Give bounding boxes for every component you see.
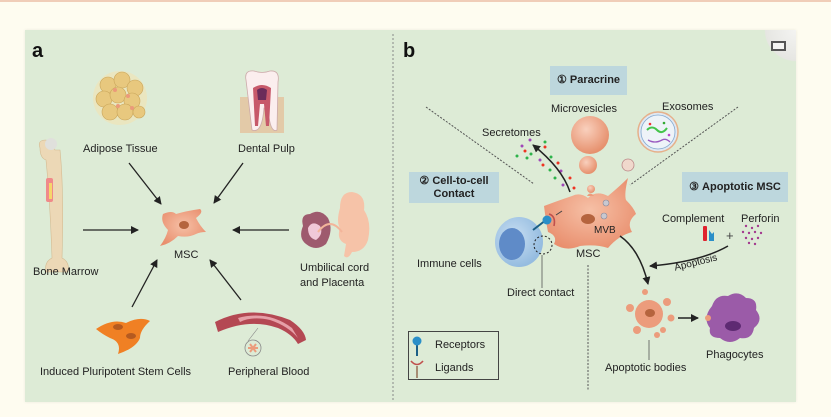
mechanism-number: ②	[419, 174, 430, 187]
msc-cell-b	[544, 178, 636, 249]
mechanism-paracrine: ① Paracrine	[550, 66, 627, 95]
label-apoptotic-bodies: Apoptotic bodies	[605, 362, 687, 374]
arrow-dental	[213, 162, 244, 204]
exosome-icon	[621, 111, 679, 172]
top-border	[0, 0, 831, 2]
perforin-icon	[741, 224, 763, 246]
mechanism-title: Cell-to-cell	[432, 174, 489, 187]
label-adipose-tissue: Adipose Tissue	[83, 143, 158, 155]
label-placenta: and Placenta	[300, 277, 365, 289]
label-msc-b: MSC	[576, 248, 601, 260]
label-mvb: MVB	[594, 225, 616, 236]
receptor-icon	[412, 336, 422, 356]
apoptosis-arrow	[649, 245, 729, 270]
ligand-icon	[410, 360, 424, 378]
label-peripheral-blood: Peripheral Blood	[228, 366, 310, 378]
figure-panel	[25, 30, 796, 402]
blood-vessel-icon	[215, 312, 306, 357]
panel-a-letter: a	[32, 40, 44, 62]
label-direct-contact: Direct contact	[507, 287, 575, 299]
arrow-blood	[209, 259, 242, 301]
panel-b-letter: b	[403, 40, 416, 62]
msc-cell-a	[160, 209, 206, 246]
mechanism-title: Apoptotic MSC	[702, 180, 781, 193]
complement-icon	[703, 226, 714, 241]
legend-receptors: Receptors	[435, 339, 486, 351]
legend: Receptors Ligands	[408, 331, 499, 380]
apoptotic-bodies-icon	[626, 289, 675, 360]
expand-icon	[771, 41, 786, 51]
mechanism-number: ③	[689, 180, 699, 193]
label-plus: +	[726, 228, 734, 243]
legend-ligands: Ligands	[435, 362, 474, 374]
microvesicles-icon	[571, 116, 609, 193]
secretome-particles	[515, 138, 576, 193]
label-exosomes: Exosomes	[662, 101, 714, 113]
ipsc-icon	[96, 318, 150, 354]
adipose-tissue-icon	[93, 71, 147, 125]
label-phagocytes: Phagocytes	[706, 349, 764, 361]
label-bone-marrow: Bone Marrow	[33, 266, 99, 278]
immune-cell-icon	[495, 210, 563, 288]
mechanism-number: ①	[556, 74, 567, 86]
mechanism-cell-contact: ② Cell-to-cell Contact	[409, 172, 499, 203]
label-ipsc: Induced Pluripotent Stem Cells	[40, 366, 192, 378]
label-msc-a: MSC	[174, 249, 199, 261]
label-perforin: Perforin	[741, 213, 780, 225]
label-secretomes: Secretomes	[482, 127, 541, 139]
mechanism-apoptotic: ③ Apoptotic MSC	[682, 172, 788, 202]
label-microvesicles: Microvesicles	[551, 103, 618, 115]
label-immune-cells: Immune cells	[417, 258, 482, 270]
label-umbilical-cord: Umbilical cord	[300, 262, 370, 274]
sector-lines	[425, 106, 739, 390]
fetus-placenta-icon	[301, 192, 370, 258]
label-complement: Complement	[662, 213, 725, 225]
label-dental-pulp: Dental Pulp	[238, 143, 295, 155]
arrow-adipose	[128, 162, 162, 205]
bone-icon	[38, 138, 69, 273]
source-arrows	[83, 162, 289, 308]
mechanism-title: Paracrine	[569, 74, 621, 86]
arrow-ipsc	[131, 259, 158, 308]
phagocyte-icon	[705, 293, 760, 342]
to-apoptotic-arrow	[619, 235, 651, 285]
mechanism-title-line2: Contact	[433, 187, 475, 200]
tooth-icon	[240, 70, 284, 133]
